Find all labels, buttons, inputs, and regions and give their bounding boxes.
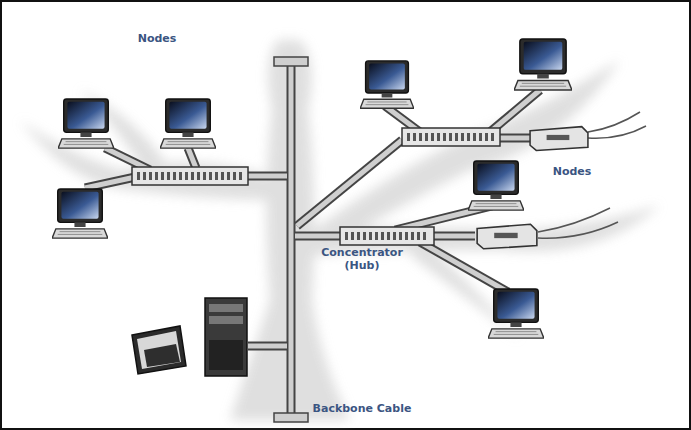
cable-label: Backbone Cable (313, 403, 412, 416)
node-label: Nodes (553, 166, 592, 179)
hub-concentrator (340, 227, 434, 245)
hub-concentrator (402, 128, 500, 146)
hub-concentrator (132, 167, 248, 185)
hub-label: Concentrator (Hub) (314, 247, 410, 272)
node-label: Nodes (138, 33, 177, 46)
